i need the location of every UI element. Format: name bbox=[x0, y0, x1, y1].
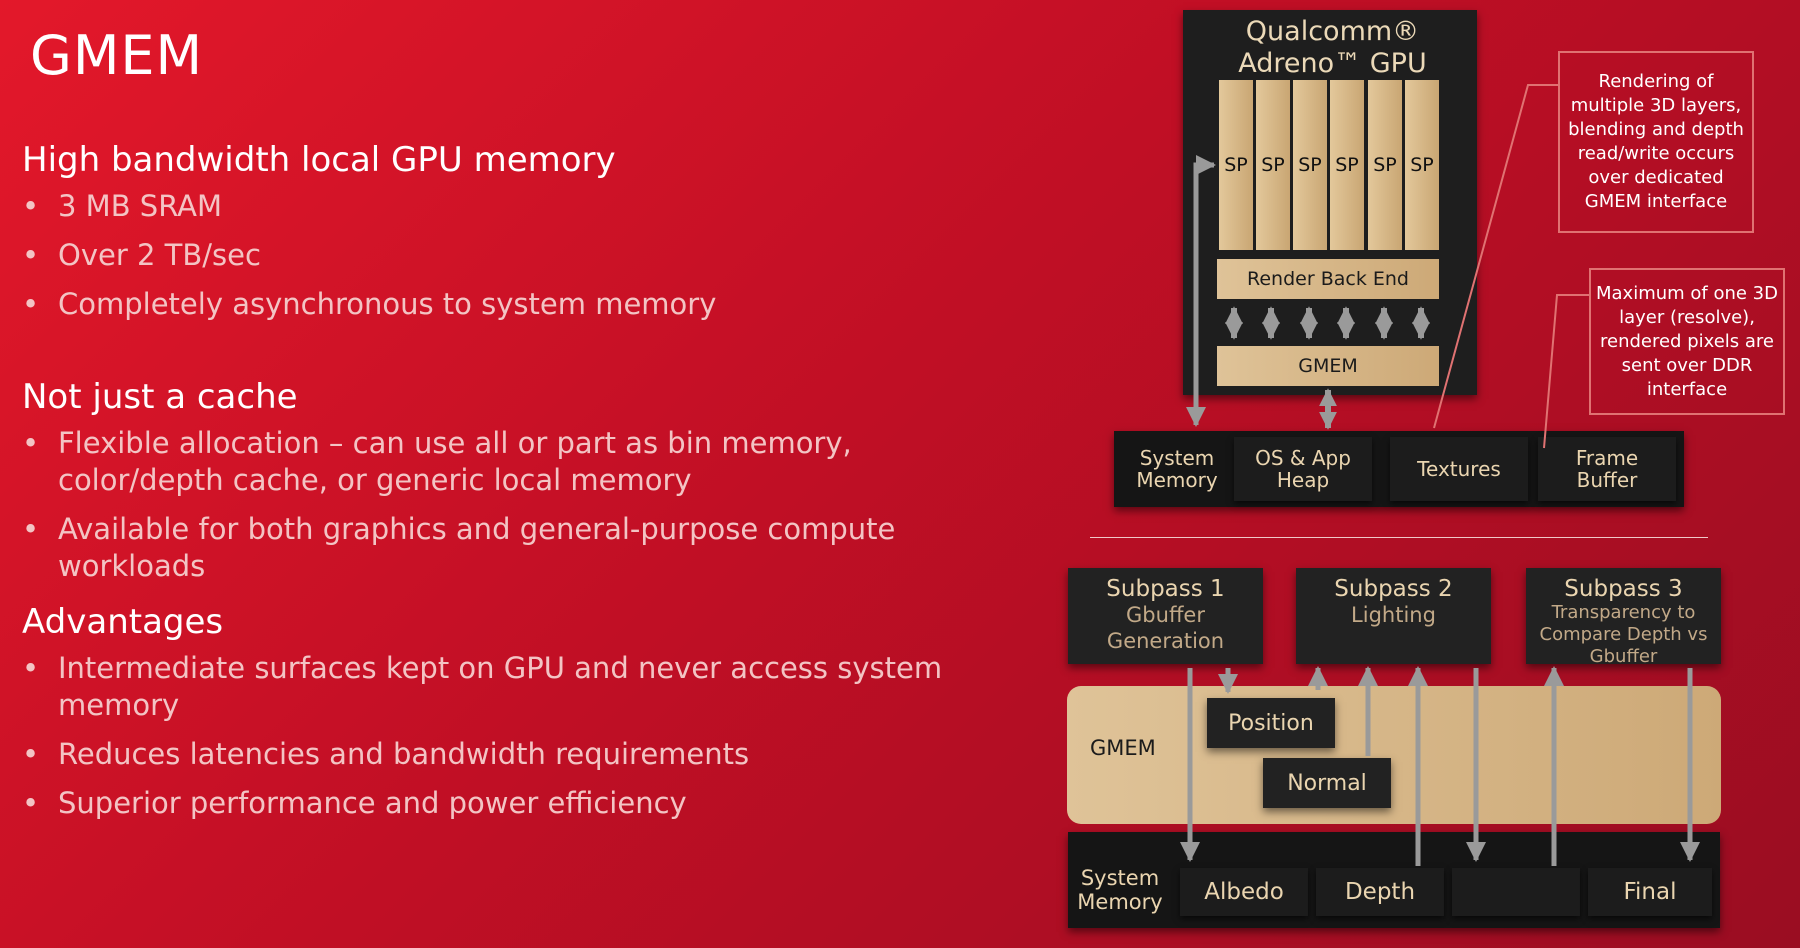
annotation-leader-gmem bbox=[1433, 84, 1558, 429]
bullet: Flexible allocation – can use all or par… bbox=[22, 425, 1022, 499]
shader-processor: SP bbox=[1405, 80, 1439, 250]
subpass-desc: Generation bbox=[1106, 629, 1225, 653]
section-not-cache: Not just a cache Flexible allocation – c… bbox=[22, 377, 1022, 597]
subpass-desc: Compare Depth vs bbox=[1539, 624, 1708, 645]
bullet: Intermediate surfaces kept on GPU and ne… bbox=[22, 650, 1022, 724]
gpu-brand: Qualcomm® bbox=[1245, 16, 1420, 47]
frame-buffer: Frame Buffer bbox=[1538, 437, 1676, 501]
render-back-end: Render Back End bbox=[1217, 259, 1439, 299]
shader-processor: SP bbox=[1219, 80, 1253, 250]
subpass-title: Subpass 2 bbox=[1334, 576, 1453, 602]
gmem-band bbox=[1067, 686, 1721, 824]
subpass-title: Subpass 3 bbox=[1564, 576, 1683, 602]
label-line: Frame bbox=[1575, 446, 1639, 470]
gmem-band-label: GMEM bbox=[1090, 736, 1156, 760]
bullet: Available for both graphics and general-… bbox=[22, 511, 1022, 585]
subpass-1: Subpass 1 Gbuffer Generation bbox=[1068, 568, 1263, 664]
label-line: Heap bbox=[1276, 468, 1330, 492]
shader-processor: SP bbox=[1368, 80, 1402, 250]
gpu-gmem: GMEM bbox=[1217, 346, 1439, 386]
blank-buffer bbox=[1452, 868, 1580, 916]
bullet: Over 2 TB/sec bbox=[22, 237, 1022, 274]
bullet: Superior performance and power efficienc… bbox=[22, 785, 1022, 822]
system-memory-bottom-label: System Memory bbox=[1072, 866, 1168, 914]
shader-processor: SP bbox=[1293, 80, 1327, 250]
section-heading: High bandwidth local GPU memory bbox=[22, 140, 616, 180]
label-line: Buffer bbox=[1576, 468, 1638, 492]
subpass-3: Subpass 3 Transparency to Compare Depth … bbox=[1526, 568, 1721, 667]
subpass-2: Subpass 2 Lighting bbox=[1296, 568, 1491, 664]
albedo-buffer: Albedo bbox=[1180, 868, 1308, 916]
subpass-title: Subpass 1 bbox=[1106, 576, 1225, 602]
final-buffer: Final bbox=[1588, 868, 1712, 916]
annotation-gmem-interface: Rendering of multiple 3D layers, blendin… bbox=[1558, 51, 1754, 233]
depth-buffer: Depth bbox=[1316, 868, 1444, 916]
label-line: Memory bbox=[1077, 890, 1163, 914]
os-app-heap: OS & App Heap bbox=[1234, 437, 1372, 501]
slide-title: GMEM bbox=[30, 24, 204, 87]
gpu-title: Qualcomm® Adreno™ GPU bbox=[1185, 16, 1480, 80]
bullet: Completely asynchronous to system memory bbox=[22, 286, 1022, 323]
section-advantages: Advantages Intermediate surfaces kept on… bbox=[22, 602, 1022, 834]
label-line: System bbox=[1139, 446, 1215, 470]
section-bandwidth: High bandwidth local GPU memory 3 MB SRA… bbox=[22, 140, 1022, 335]
subpass-desc: Gbuffer bbox=[1126, 603, 1205, 627]
shader-processor: SP bbox=[1256, 80, 1290, 250]
subpass-desc: Gbuffer bbox=[1589, 646, 1658, 667]
annotation-leader-ddr bbox=[1543, 294, 1589, 449]
divider bbox=[1090, 537, 1708, 538]
rbe-gmem-arrows bbox=[1225, 306, 1430, 340]
subpass-desc: Lighting bbox=[1351, 603, 1436, 627]
sp-system-memory-arrow bbox=[1186, 155, 1216, 427]
label-line: Memory bbox=[1136, 468, 1218, 492]
textures: Textures bbox=[1390, 437, 1528, 501]
annotation-ddr-interface: Maximum of one 3D layer (resolve), rende… bbox=[1589, 268, 1785, 415]
normal-buffer: Normal bbox=[1263, 758, 1391, 808]
label-line: OS & App bbox=[1255, 446, 1351, 470]
bullet: 3 MB SRAM bbox=[22, 188, 1022, 225]
system-memory-label: System Memory bbox=[1124, 437, 1230, 501]
gpu-model: Adreno™ GPU bbox=[1238, 48, 1427, 79]
subpass-desc: Transparency to bbox=[1551, 602, 1696, 623]
label-line: System bbox=[1080, 866, 1160, 890]
position-buffer: Position bbox=[1207, 698, 1335, 748]
shader-processor: SP bbox=[1330, 80, 1364, 250]
bullet: Reduces latencies and bandwidth requirem… bbox=[22, 736, 1022, 773]
subpass-arrows bbox=[1180, 666, 1700, 866]
section-heading: Not just a cache bbox=[22, 377, 298, 417]
section-heading: Advantages bbox=[22, 602, 224, 642]
